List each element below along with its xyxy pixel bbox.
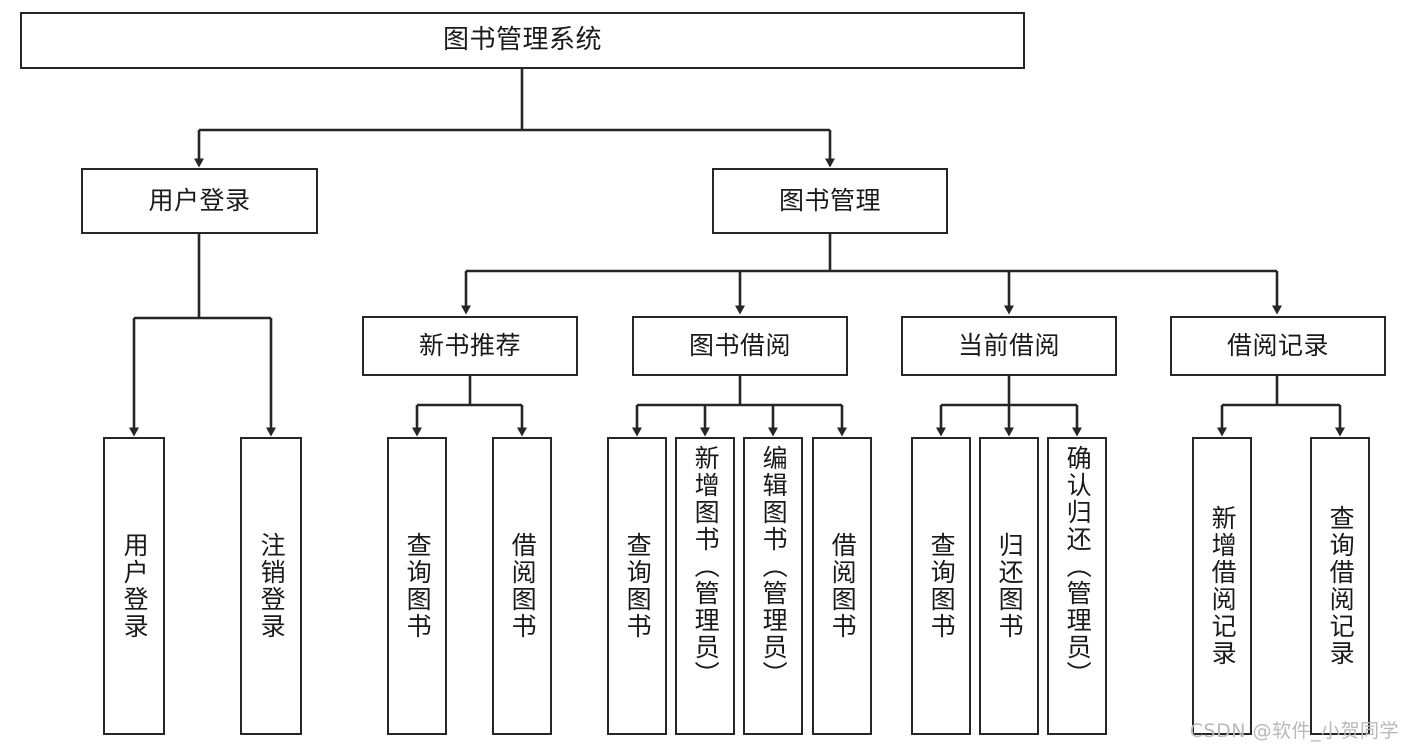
node-label: 借阅图书: [828, 532, 858, 640]
node-current-borrow[interactable]: 当前借阅: [901, 316, 1117, 376]
node-label: 注销登录: [257, 532, 287, 640]
node-label: 新增图书（管理员）: [691, 445, 721, 688]
node-new-book-recommend[interactable]: 新书推荐: [362, 316, 578, 376]
node-leaf-query-book-recommend[interactable]: 查询图书: [387, 437, 447, 735]
node-leaf-borrow-book[interactable]: 借阅图书: [812, 437, 872, 735]
csdn-watermark: CSDN @软件_小贺同学: [1189, 720, 1399, 742]
node-label: 查询借阅记录: [1326, 505, 1356, 667]
node-leaf-add-book[interactable]: 新增图书（管理员）: [675, 437, 735, 735]
node-label: 新书推荐: [418, 331, 521, 360]
node-label: 当前借阅: [957, 331, 1060, 360]
node-label: 图书管理系统: [442, 24, 602, 55]
node-leaf-query-book-current[interactable]: 查询图书: [911, 437, 971, 735]
node-leaf-query-record[interactable]: 查询借阅记录: [1310, 437, 1370, 735]
node-label: 图书借阅: [688, 331, 791, 360]
node-book-borrow[interactable]: 图书借阅: [632, 316, 848, 376]
node-label: 查询图书: [927, 532, 957, 640]
node-label: 新增借阅记录: [1208, 505, 1238, 667]
node-leaf-return-book[interactable]: 归还图书: [979, 437, 1039, 735]
node-label: 确认归还（管理员）: [1063, 445, 1093, 688]
node-leaf-confirm-return[interactable]: 确认归还（管理员）: [1047, 437, 1107, 735]
node-leaf-query-book-borrow[interactable]: 查询图书: [607, 437, 667, 735]
node-label: 用户登录: [148, 186, 251, 215]
node-leaf-add-record[interactable]: 新增借阅记录: [1192, 437, 1252, 735]
node-label: 编辑图书（管理员）: [759, 445, 789, 688]
node-root-book-management-system[interactable]: 图书管理系统: [20, 12, 1025, 69]
node-label: 归还图书: [995, 532, 1025, 640]
node-label: 借阅记录: [1226, 331, 1329, 360]
node-label: 查询图书: [403, 532, 433, 640]
node-label: 用户登录: [120, 532, 150, 640]
node-leaf-logout[interactable]: 注销登录: [240, 437, 302, 735]
node-user-login[interactable]: 用户登录: [81, 168, 318, 234]
node-borrow-record[interactable]: 借阅记录: [1170, 316, 1386, 376]
node-label: 图书管理: [778, 186, 881, 215]
node-label: 查询图书: [623, 532, 653, 640]
node-label: 借阅图书: [508, 532, 538, 640]
node-leaf-user-login[interactable]: 用户登录: [103, 437, 165, 735]
node-leaf-borrow-book-recommend[interactable]: 借阅图书: [492, 437, 552, 735]
node-book-manage[interactable]: 图书管理: [712, 168, 948, 234]
node-leaf-edit-book[interactable]: 编辑图书（管理员）: [743, 437, 803, 735]
